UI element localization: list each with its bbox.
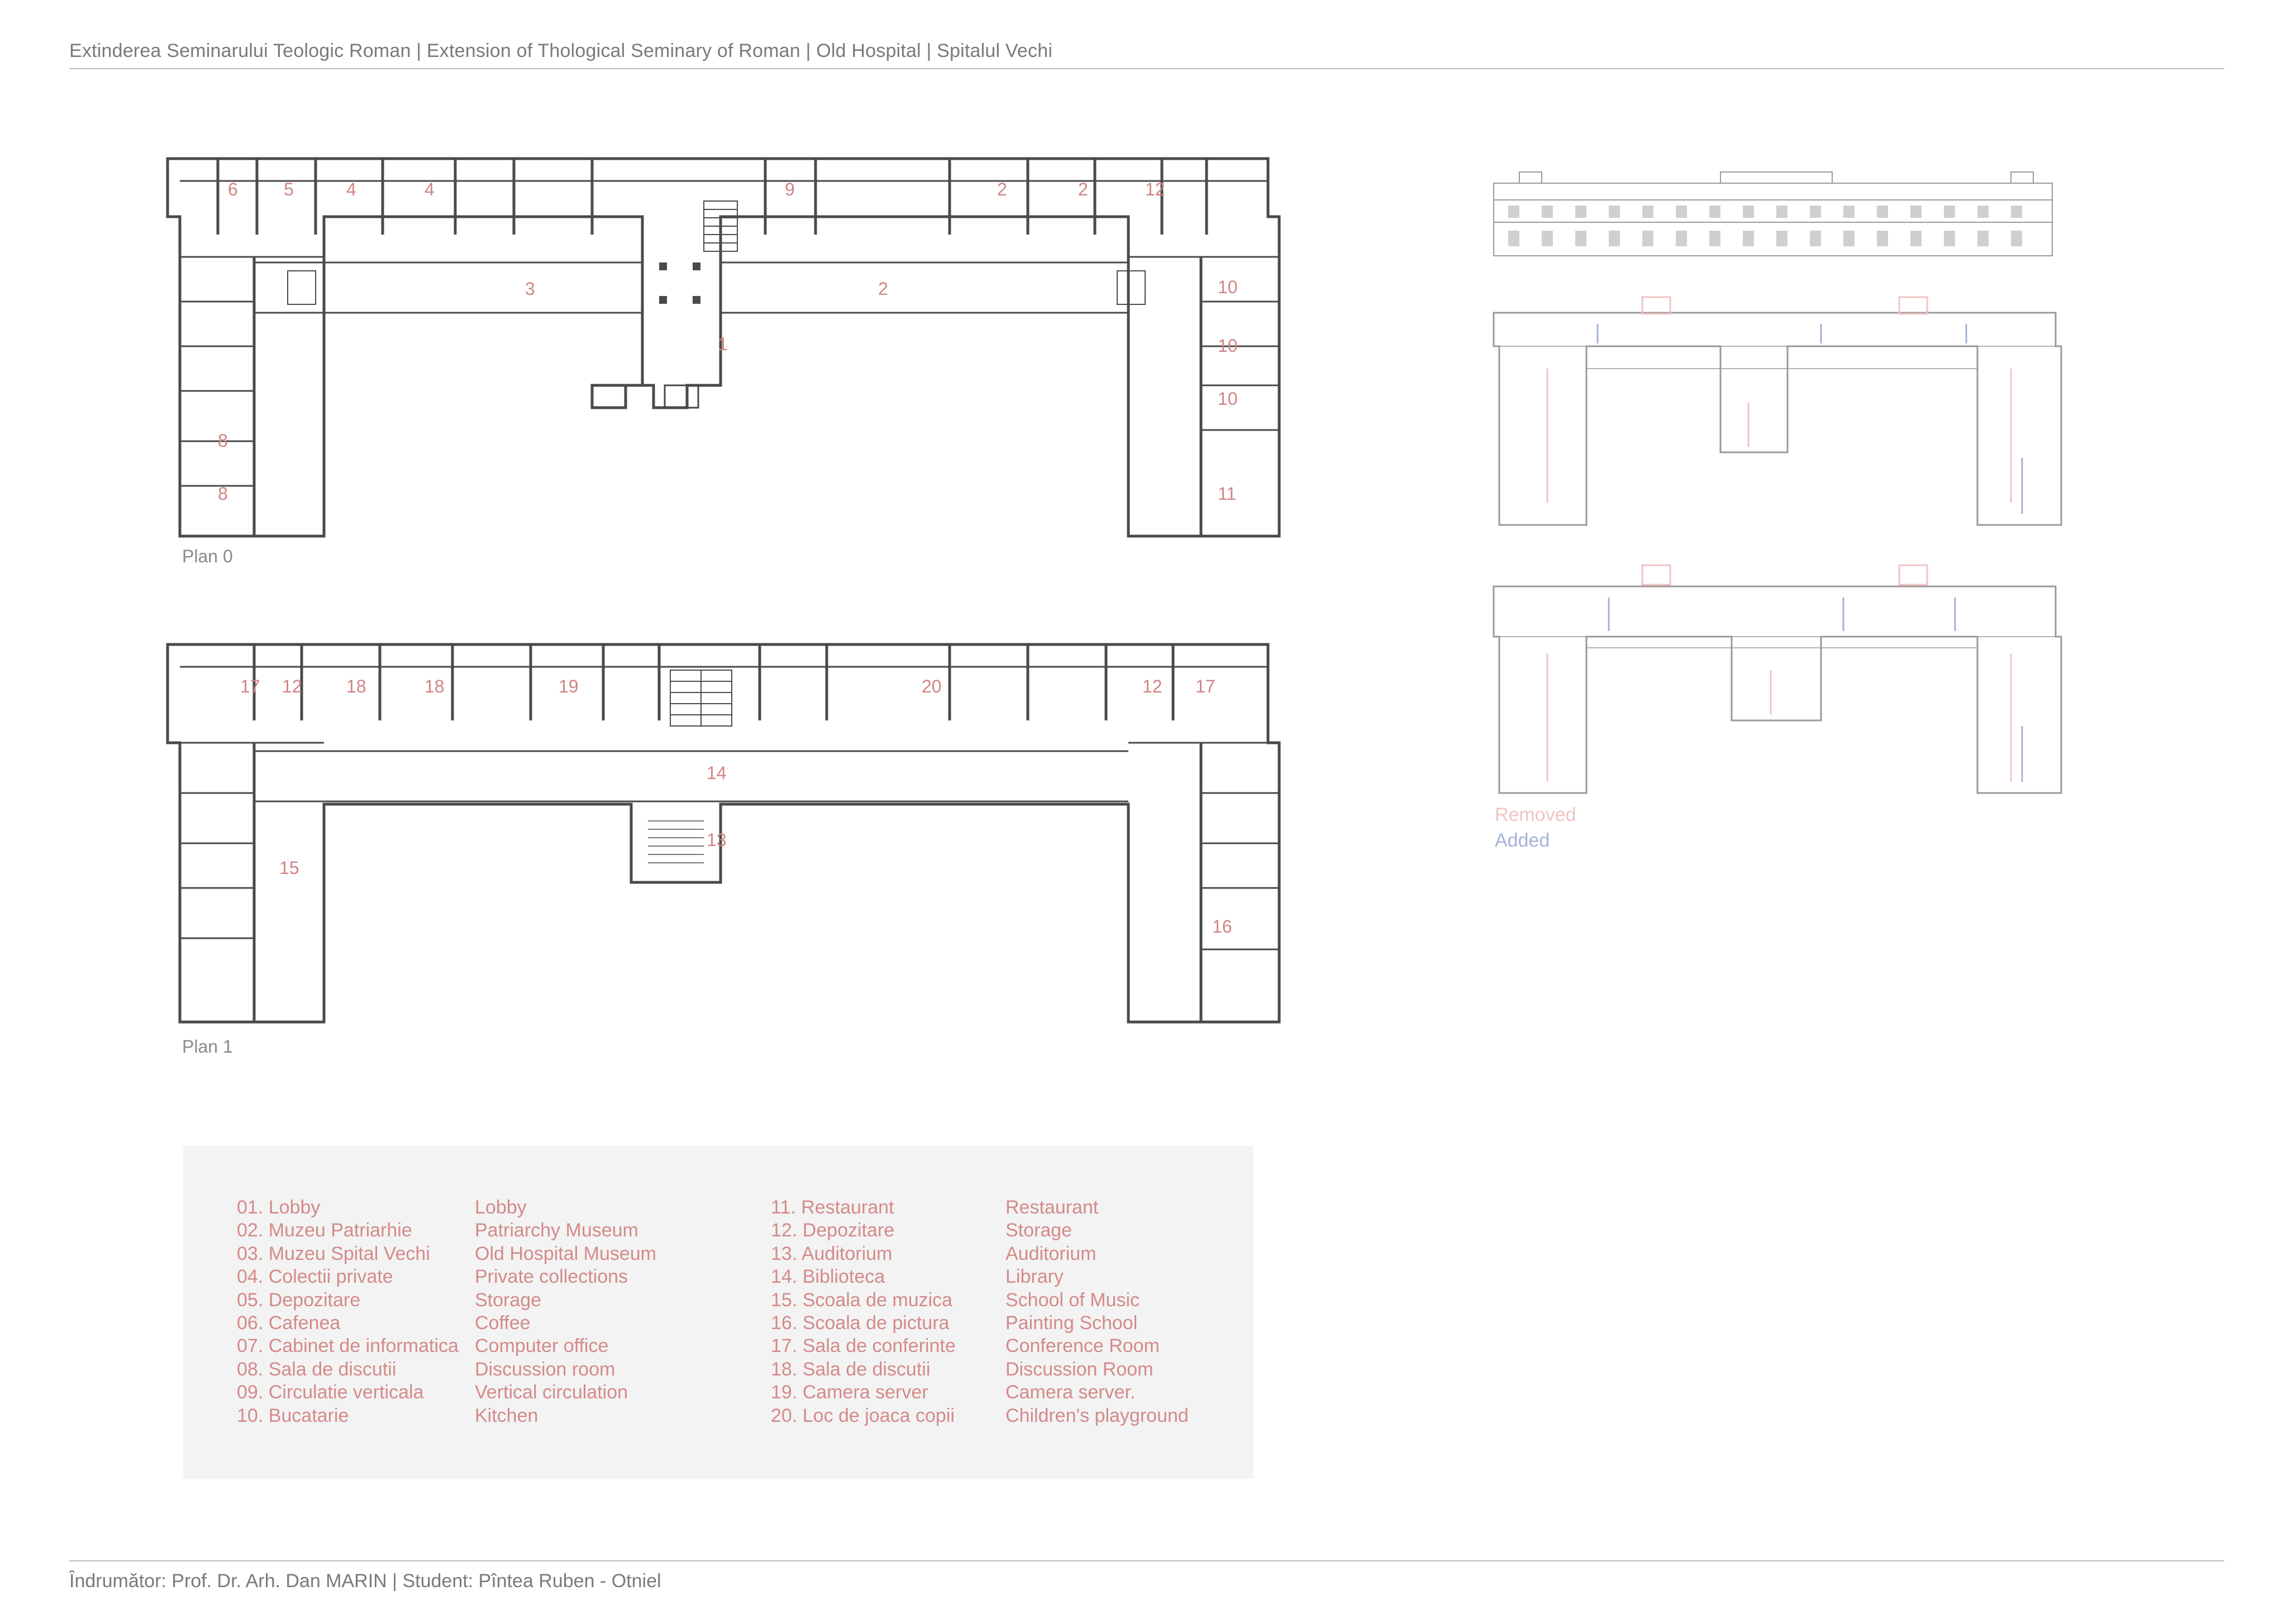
legend-item: 16. Scoala de pictura xyxy=(771,1312,950,1334)
legend-item: 11. Restaurant xyxy=(771,1197,894,1218)
plan1-room-19: 19 xyxy=(559,676,579,696)
plan0-room-1: 1 xyxy=(718,334,728,354)
legend-item: 06. Cafenea xyxy=(237,1312,341,1334)
legend-item: Storage xyxy=(1005,1220,1072,1241)
legend-added: Added xyxy=(1495,830,1550,851)
diff-plan-0 xyxy=(1493,296,2062,526)
legend-item: 04. Colectii private xyxy=(237,1266,393,1288)
legend-item: 19. Camera server xyxy=(771,1382,928,1403)
legend-item: 03. Muzeu Spital Vechi xyxy=(237,1243,430,1264)
header-divider xyxy=(69,68,2224,69)
room-legend: 01. Lobby 02. Muzeu Patriarhie 03. Muzeu… xyxy=(183,1146,1253,1479)
page-title: Extinderea Seminarului Teologic Roman | … xyxy=(69,40,1053,61)
legend-item: Patriarchy Museum xyxy=(475,1220,638,1241)
legend-item: 09. Circulatie verticala xyxy=(237,1382,424,1403)
legend-item: Children's playground xyxy=(1005,1405,1189,1426)
plan0-room-2a: 2 xyxy=(997,179,1007,199)
legend-item: 20. Loc de joaca copii xyxy=(771,1405,955,1426)
plan1-room-18a: 18 xyxy=(346,676,366,696)
legend-item: 02. Muzeu Patriarhie xyxy=(237,1220,412,1241)
legend-item: Old Hospital Museum xyxy=(475,1243,657,1264)
plan1-room-15: 15 xyxy=(279,858,299,878)
legend-removed: Removed xyxy=(1495,804,1576,825)
legend-item: 18. Sala de discutii xyxy=(771,1358,931,1380)
legend-item: Private collections xyxy=(475,1266,628,1288)
legend-item: Computer office xyxy=(475,1335,609,1357)
legend-item: Discussion Room xyxy=(1005,1358,1153,1380)
legend-item: Vertical circulation xyxy=(475,1382,628,1403)
plan0-room-12: 12 xyxy=(1145,179,1165,199)
plan-1-drawing: 17 12 18 18 19 20 12 17 14 13 15 16 xyxy=(166,643,1281,1024)
legend-item: 07. Cabinet de informatica xyxy=(237,1335,459,1357)
facade-elevation xyxy=(1493,171,2053,256)
plan0-room-10b: 10 xyxy=(1218,336,1238,356)
legend-item: Restaurant xyxy=(1005,1197,1099,1218)
plan0-room-9: 9 xyxy=(785,179,795,199)
plan1-room-13: 13 xyxy=(707,830,727,850)
legend-item: 17. Sala de conferinte xyxy=(771,1335,956,1357)
legend-right-en: Restaurant Storage Auditorium Library Sc… xyxy=(1005,1196,1189,1427)
plan1-room-16: 16 xyxy=(1212,916,1232,937)
legend-right-ro: 11. Restaurant 12. Depozitare 13. Audito… xyxy=(771,1196,956,1427)
plan0-room-8a: 8 xyxy=(218,431,228,451)
plan0-room-5: 5 xyxy=(284,179,294,199)
plan0-room-2c: 2 xyxy=(878,279,888,299)
legend-item: 13. Auditorium xyxy=(771,1243,893,1264)
legend-left-en: Lobby Patriarchy Museum Old Hospital Mus… xyxy=(475,1196,656,1427)
legend-item: Painting School xyxy=(1005,1312,1138,1334)
plan0-room-3: 3 xyxy=(525,279,535,299)
plan1-room-17a: 17 xyxy=(240,676,260,696)
legend-item: Kitchen xyxy=(475,1405,538,1426)
plan1-room-12a: 12 xyxy=(282,676,302,696)
legend-item: 05. Depozitare xyxy=(237,1289,361,1311)
plan1-room-14: 14 xyxy=(707,763,727,783)
plan-1-label: Plan 1 xyxy=(182,1037,233,1057)
footer-credits: Îndrumător: Prof. Dr. Arh. Dan MARIN | S… xyxy=(69,1570,661,1592)
legend-item: Lobby xyxy=(475,1197,527,1218)
plan0-room-4b: 4 xyxy=(425,179,435,199)
legend-item: 12. Depozitare xyxy=(771,1220,895,1241)
plan-0-drawing: 6 5 4 4 9 2 2 12 3 2 1 10 10 10 11 8 8 xyxy=(166,157,1281,538)
legend-item: 01. Lobby xyxy=(237,1197,321,1218)
plan0-room-2b: 2 xyxy=(1078,179,1088,199)
legend-item: Library xyxy=(1005,1266,1064,1288)
plan0-room-6: 6 xyxy=(228,179,238,199)
plan1-room-17b: 17 xyxy=(1195,676,1216,696)
legend-item: Coffee xyxy=(475,1312,531,1334)
legend-item: 08. Sala de discutii xyxy=(237,1358,397,1380)
legend-item: Camera server. xyxy=(1005,1382,1136,1403)
legend-item: 10. Bucatarie xyxy=(237,1405,349,1426)
diff-plan-1 xyxy=(1493,564,2062,794)
legend-item: Conference Room xyxy=(1005,1335,1160,1357)
legend-left-ro: 01. Lobby 02. Muzeu Patriarhie 03. Muzeu… xyxy=(237,1196,459,1427)
plan-0-label: Plan 0 xyxy=(182,546,233,566)
legend-item: 14. Biblioteca xyxy=(771,1266,885,1288)
plan1-room-12b: 12 xyxy=(1142,676,1162,696)
plan0-room-4a: 4 xyxy=(346,179,356,199)
plan0-room-8b: 8 xyxy=(218,484,228,504)
legend-item: Auditorium xyxy=(1005,1243,1097,1264)
legend-item: Storage xyxy=(475,1289,542,1311)
plan0-room-10a: 10 xyxy=(1218,277,1238,297)
plan0-room-10c: 10 xyxy=(1218,389,1238,409)
legend-item: 15. Scoala de muzica xyxy=(771,1289,953,1311)
plan1-room-20: 20 xyxy=(922,676,942,696)
footer-divider xyxy=(69,1560,2224,1561)
plan1-room-18b: 18 xyxy=(425,676,445,696)
legend-item: Discussion room xyxy=(475,1358,616,1380)
plan0-room-11: 11 xyxy=(1218,484,1236,504)
legend-item: School of Music xyxy=(1005,1289,1140,1311)
